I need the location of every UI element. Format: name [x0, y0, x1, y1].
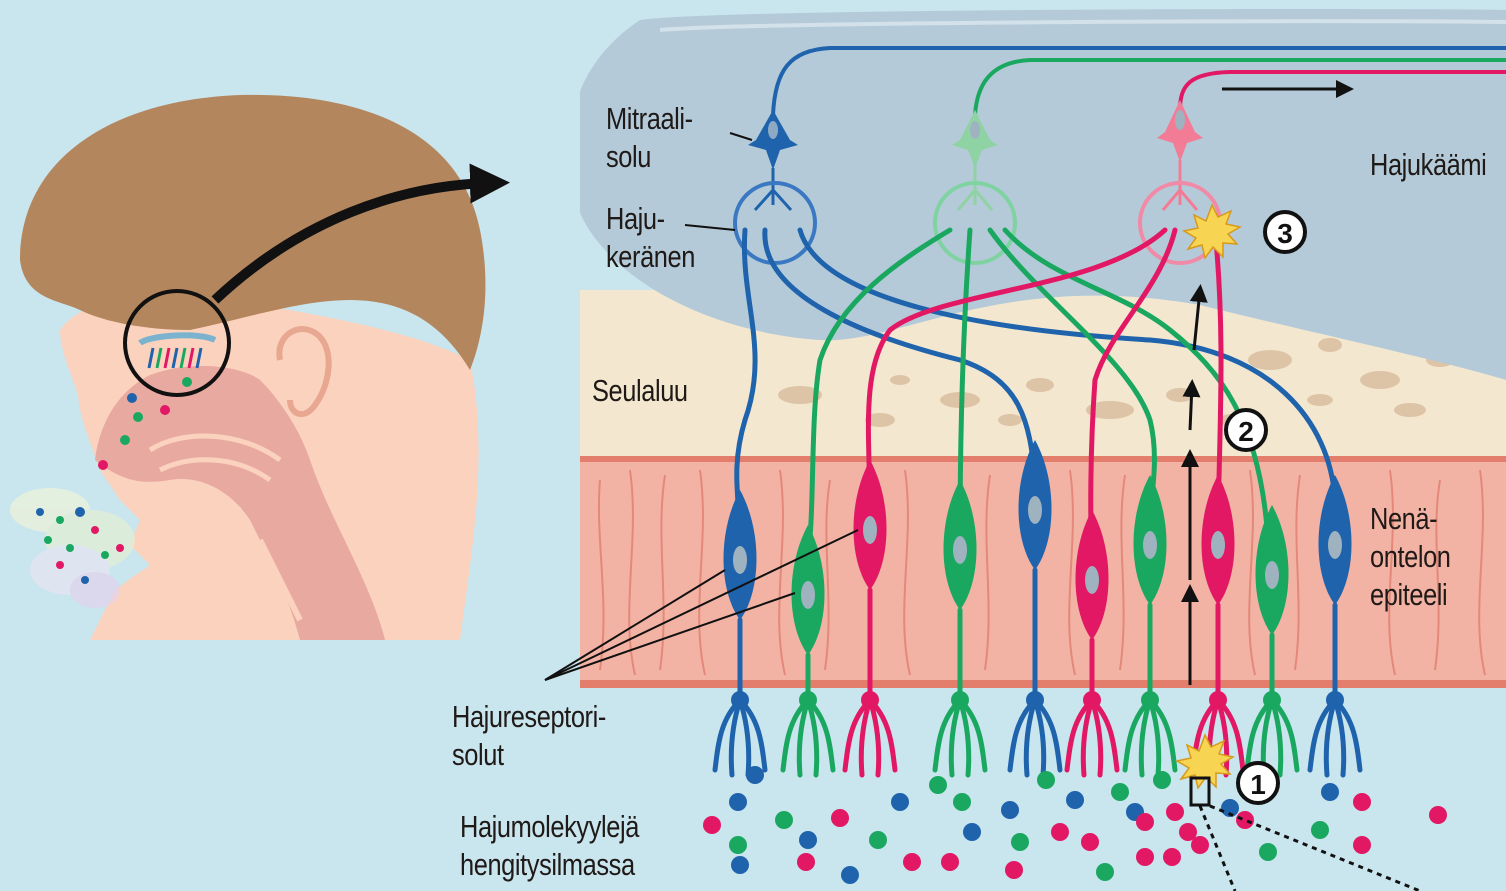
odorant-molecule	[869, 831, 887, 849]
odorant-molecule	[1259, 843, 1277, 861]
odorant-molecule	[831, 809, 849, 827]
odorant-molecule	[1005, 861, 1023, 879]
odorant-molecule	[1066, 791, 1084, 809]
step-1: 1	[1238, 763, 1278, 803]
odorant-molecule	[746, 766, 764, 784]
label-bulb: Hajukäämi	[1370, 146, 1486, 184]
odorant-molecule	[903, 853, 921, 871]
label-epithelium-line1: Nenä-	[1370, 500, 1451, 538]
odorant-molecule	[1096, 863, 1114, 881]
label-mitral-line2: solu	[606, 138, 693, 176]
odorant-molecule	[1136, 848, 1154, 866]
odorant-molecule	[1011, 833, 1029, 851]
label-molecules: Hajumolekyylejä hengitysilmassa	[460, 808, 639, 884]
odorant-molecule	[1051, 823, 1069, 841]
label-molecules-line2: hengitysilmassa	[460, 846, 639, 884]
odorant-molecule	[1321, 783, 1339, 801]
human-head	[10, 95, 490, 640]
odorant-molecule	[1236, 811, 1254, 829]
label-receptor-cells: Hajureseptori- solut	[452, 698, 606, 774]
odorant-molecule	[1081, 833, 1099, 851]
odorant-molecule	[953, 793, 971, 811]
odorant-molecule	[797, 853, 815, 871]
odorant-molecule	[1153, 771, 1171, 789]
odorant-molecule	[775, 811, 793, 829]
odorant-molecule	[1037, 771, 1055, 789]
odorant-molecule	[929, 776, 947, 794]
label-epithelium: Nenä- ontelon epiteeli	[1370, 500, 1451, 614]
label-mitral-line1: Mitraali-	[606, 100, 693, 138]
svg-text:3: 3	[1277, 218, 1293, 249]
svg-text:2: 2	[1238, 416, 1254, 447]
odorant-molecule	[1191, 836, 1209, 854]
label-epithelium-line2: ontelon	[1370, 538, 1451, 576]
odorant-molecules	[703, 766, 1447, 884]
label-bone: Seulaluu	[592, 372, 688, 410]
odorant-molecule	[1001, 801, 1019, 819]
odorant-molecule	[841, 866, 859, 884]
odorant-molecule	[1311, 821, 1329, 839]
odorant-molecule	[1353, 793, 1371, 811]
odorant-molecule	[1353, 836, 1371, 854]
label-molecules-line1: Hajumolekyylejä	[460, 808, 639, 846]
odorant-molecule	[1163, 848, 1181, 866]
label-glomerulus: Haju- keränen	[606, 200, 695, 276]
odorant-molecule	[1136, 813, 1154, 831]
step-2: 2	[1226, 410, 1266, 450]
odorant-molecule	[1429, 806, 1447, 824]
odorant-molecule	[729, 793, 747, 811]
label-receptor-line1: Hajureseptori-	[452, 698, 606, 736]
label-glomerulus-line2: keränen	[606, 238, 695, 276]
odorant-molecule	[963, 823, 981, 841]
odorant-molecule	[731, 856, 749, 874]
odorant-molecule	[891, 793, 909, 811]
odorant-molecule	[729, 836, 747, 854]
svg-text:1: 1	[1250, 769, 1266, 800]
odorant-molecule	[1111, 783, 1129, 801]
odorant-molecule	[703, 816, 721, 834]
label-receptor-line2: solut	[452, 736, 606, 774]
step-3: 3	[1265, 212, 1305, 252]
label-glomerulus-line1: Haju-	[606, 200, 695, 238]
odorant-molecule	[941, 853, 959, 871]
odorant-molecule	[799, 831, 817, 849]
odorant-molecule	[1166, 803, 1184, 821]
label-epithelium-line3: epiteeli	[1370, 576, 1451, 614]
label-mitral-cell: Mitraali- solu	[606, 100, 693, 176]
